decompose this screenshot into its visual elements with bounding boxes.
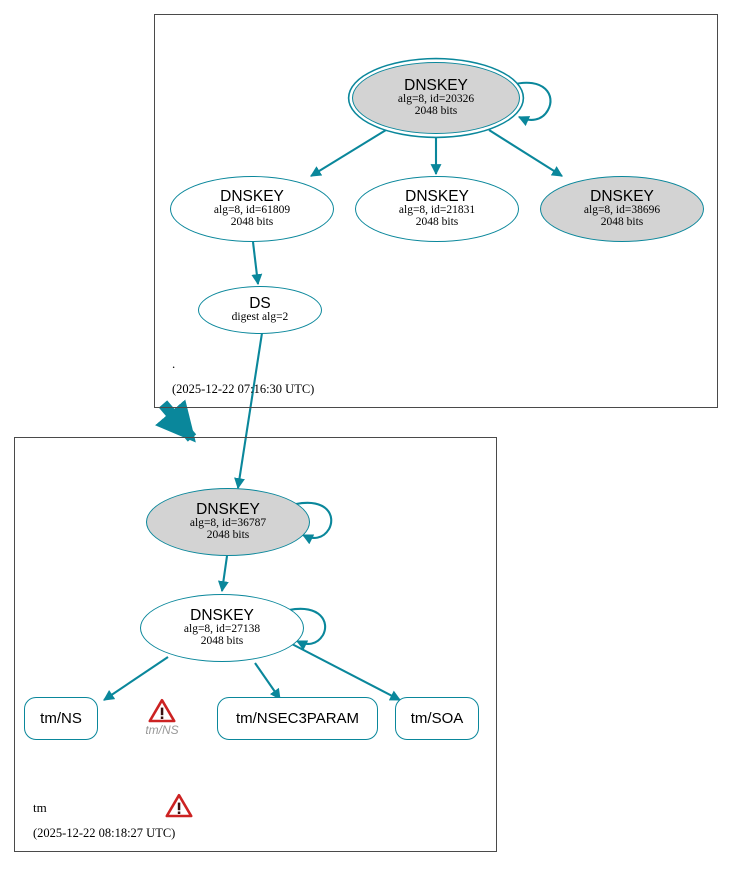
edge-root-ksk-to-38696	[488, 129, 563, 177]
node-title: DNSKEY	[404, 76, 468, 94]
zone-cluster-tm	[14, 437, 497, 852]
node-title: DNSKEY	[590, 187, 654, 205]
node-title: DNSKEY	[405, 187, 469, 205]
node-dnskey-21831[interactable]: DNSKEY alg=8, id=21831 2048 bits	[355, 176, 519, 242]
warning-triangle-icon[interactable]	[148, 698, 176, 728]
node-key-size: 2048 bits	[200, 635, 244, 648]
node-alg-id: alg=8, id=27138	[183, 623, 261, 636]
warning-triangle-icon[interactable]	[165, 793, 193, 823]
edge-61809-to-ds	[251, 241, 263, 286]
edge-tm-zsk-to-tm-ns	[103, 656, 169, 701]
warning-label-tm-ns: tm/NS	[145, 723, 179, 737]
node-ds-record[interactable]: DS digest alg=2	[198, 286, 322, 334]
node-alg-id: alg=8, id=36787	[189, 517, 267, 530]
node-dnskey-38696[interactable]: DNSKEY alg=8, id=38696 2048 bits	[540, 176, 704, 242]
node-key-size: 2048 bits	[230, 216, 274, 229]
rrset-label: tm/NSEC3PARAM	[235, 709, 360, 727]
node-dnskey-20326[interactable]: DNSKEY alg=8, id=20326 2048 bits	[352, 62, 520, 134]
node-alg-id: alg=8, id=21831	[398, 204, 476, 217]
node-title: DNSKEY	[190, 606, 254, 624]
edge-root-ksk-self-loop	[510, 81, 552, 127]
node-dnskey-36787[interactable]: DNSKEY alg=8, id=36787 2048 bits	[146, 488, 310, 556]
node-key-size: 2048 bits	[206, 529, 250, 542]
rrset-tm-nsec3param[interactable]: tm/NSEC3PARAM	[217, 697, 378, 740]
node-title: DNSKEY	[196, 500, 260, 518]
zone-label-root: .	[172, 356, 176, 371]
node-key-size: 2048 bits	[414, 105, 458, 118]
node-title: DNSKEY	[220, 187, 284, 205]
node-alg-id: alg=8, id=38696	[583, 204, 661, 217]
zone-timestamp-root: (2025-12-22 07:16:30 UTC)	[172, 382, 315, 396]
rrset-tm-ns[interactable]: tm/NS	[24, 697, 98, 740]
edge-ds-to-tm-ksk	[234, 332, 264, 490]
node-dnskey-61809[interactable]: DNSKEY alg=8, id=61809 2048 bits	[170, 176, 334, 242]
edge-root-ksk-to-61809	[310, 129, 387, 177]
edge-tm-zsk-to-tm-nsec3param	[254, 662, 281, 700]
zone-timestamp-tm: (2025-12-22 08:18:27 UTC)	[33, 826, 176, 840]
edge-tm-zsk-to-tm-soa	[289, 642, 401, 701]
node-alg-id: alg=8, id=20326	[397, 93, 475, 106]
zone-label-tm: tm	[33, 800, 47, 815]
rrset-label: tm/SOA	[410, 709, 464, 727]
node-dnskey-27138[interactable]: DNSKEY alg=8, id=27138 2048 bits	[140, 594, 304, 662]
node-digest-alg: digest alg=2	[231, 311, 289, 324]
rrset-tm-soa[interactable]: tm/SOA	[395, 697, 479, 740]
edge-tm-ksk-to-tm-zsk	[217, 555, 229, 593]
edge-root-zone-to-tm-zone	[155, 399, 197, 443]
rrset-label: tm/NS	[40, 709, 82, 727]
node-key-size: 2048 bits	[600, 216, 644, 229]
node-key-size: 2048 bits	[415, 216, 459, 229]
edge-tm-ksk-self-loop	[295, 501, 333, 545]
node-alg-id: alg=8, id=61809	[213, 204, 291, 217]
node-title: DS	[249, 294, 271, 312]
edge-tm-zsk-self-loop	[288, 607, 327, 651]
zone-cluster-root	[154, 14, 718, 408]
